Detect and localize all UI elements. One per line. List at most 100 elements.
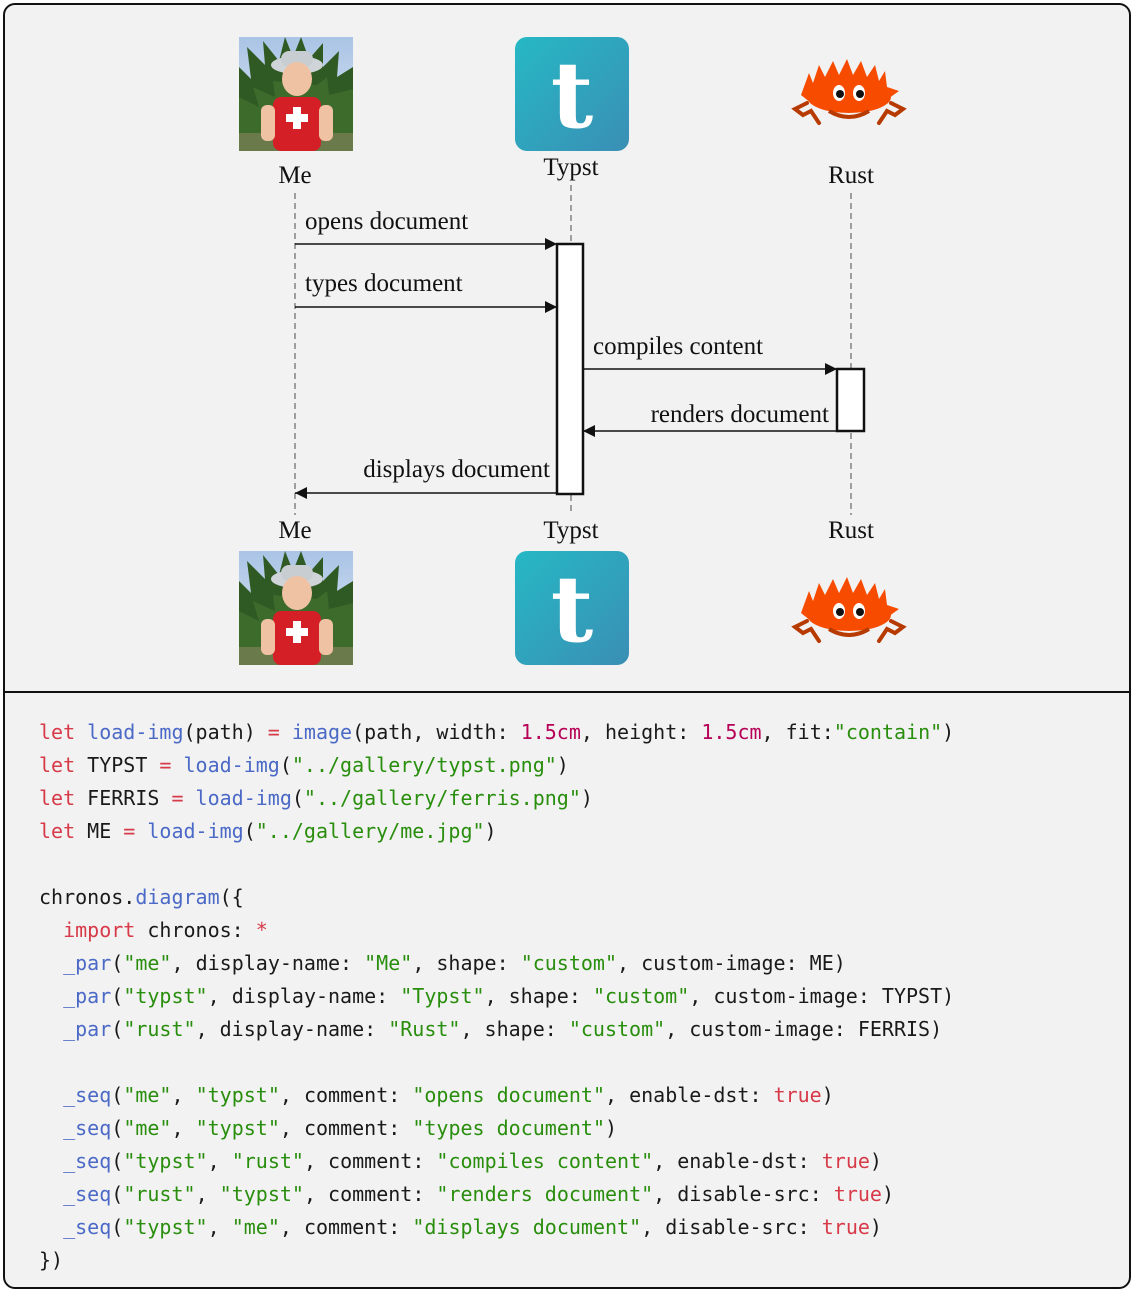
code-token: "typst" xyxy=(123,1215,208,1239)
code-token: ME xyxy=(75,819,124,843)
code-token: ( xyxy=(111,984,124,1008)
code-token: "custom" xyxy=(568,1017,666,1041)
code-token: ( xyxy=(111,1182,124,1206)
code-token: , xyxy=(207,1149,232,1173)
code-token: , height: xyxy=(580,720,702,744)
code-token: _par xyxy=(63,1017,112,1041)
code-token: "custom" xyxy=(592,984,690,1008)
code-token: "renders document" xyxy=(436,1182,654,1206)
code-token: , xyxy=(195,1182,220,1206)
code-token: , display-name: xyxy=(207,984,401,1008)
code-token xyxy=(39,918,63,942)
code-token: true xyxy=(833,1182,882,1206)
code-token: ) xyxy=(484,819,497,843)
code-token: load-img xyxy=(183,753,280,777)
code-line: _par("typst", display-name: "Typst", sha… xyxy=(39,984,954,1008)
code-token: load-img xyxy=(147,819,244,843)
code-token: "me" xyxy=(231,1215,280,1239)
code-token: "Typst" xyxy=(400,984,485,1008)
code-token xyxy=(184,786,196,810)
code-token: "contain" xyxy=(833,720,943,744)
code-token: _seq xyxy=(63,1215,112,1239)
code-line: let TYPST = load-img("../gallery/typst.p… xyxy=(39,753,569,777)
code-token: load-img xyxy=(87,720,184,744)
code-token: diagram xyxy=(135,885,220,909)
code-token: let xyxy=(39,786,76,810)
code-token: _seq xyxy=(63,1182,112,1206)
ferris-icon-bottom xyxy=(793,575,905,643)
code-token: , xyxy=(171,1116,196,1140)
code-token: "Rust" xyxy=(388,1017,461,1041)
code-token: ) xyxy=(604,1116,618,1140)
code-token: , xyxy=(171,1083,196,1107)
code-token: true xyxy=(821,1149,870,1173)
participant-label-me-top: Me xyxy=(278,162,311,189)
code-token: "me" xyxy=(123,1116,172,1140)
code-token: "typst" xyxy=(219,1182,304,1206)
code-token: "compiles content" xyxy=(436,1149,654,1173)
code-token xyxy=(39,984,63,1008)
code-token: , fit: xyxy=(761,720,834,744)
code-line: _seq("me", "typst", comment: "opens docu… xyxy=(39,1083,834,1107)
code-line: import chronos: * xyxy=(39,918,268,942)
code-token: true xyxy=(773,1083,822,1107)
code-token: "me" xyxy=(123,951,172,975)
code-token: , comment: xyxy=(303,1182,437,1206)
avatar-me-top xyxy=(239,37,353,151)
code-token xyxy=(39,1116,63,1140)
code-token xyxy=(280,720,292,744)
code-token xyxy=(39,1215,63,1239)
code-token: "rust" xyxy=(123,1017,196,1041)
code-token: ) xyxy=(942,720,955,744)
code-token: FERRIS xyxy=(75,786,172,810)
code-token: (path, width: xyxy=(352,720,521,744)
participant-label-typst-bottom: Typst xyxy=(543,517,598,544)
code-token xyxy=(135,819,147,843)
code-token: "typst" xyxy=(195,1083,280,1107)
code-token: 1.5cm xyxy=(701,720,762,744)
message-label-renders: renders document xyxy=(651,401,829,428)
code-token: load-img xyxy=(195,786,292,810)
code-token: _seq xyxy=(63,1149,112,1173)
code-token: , enable-dst: xyxy=(653,1149,822,1173)
code-token: ( xyxy=(111,1017,124,1041)
code-token: let xyxy=(39,753,76,777)
code-line: _seq("rust", "typst", comment: "renders … xyxy=(39,1182,894,1206)
code-token: "rust" xyxy=(123,1182,196,1206)
code-token xyxy=(39,1149,63,1173)
code-token: "typst" xyxy=(123,1149,208,1173)
code-token: let xyxy=(39,819,76,843)
code-token: chronos: xyxy=(135,918,256,942)
code-token xyxy=(39,1182,63,1206)
code-line: _seq("typst", "me", comment: "displays d… xyxy=(39,1215,882,1239)
code-token: _seq xyxy=(63,1083,112,1107)
code-token: "me" xyxy=(123,1083,172,1107)
message-label-compiles: compiles content xyxy=(593,333,763,360)
code-token: = xyxy=(159,753,172,777)
code-token: image xyxy=(291,720,353,744)
typst-logo-bottom: t xyxy=(515,551,629,665)
message-label-displays: displays document xyxy=(363,456,550,483)
code-token: , display-name: xyxy=(171,951,365,975)
code-token xyxy=(39,1017,63,1041)
code-token: "typst" xyxy=(195,1116,280,1140)
source-code-block: let load-img(path) = image(path, width: … xyxy=(39,716,954,1277)
code-token: _par xyxy=(63,951,112,975)
code-token: , comment: xyxy=(279,1083,413,1107)
code-token: , enable-dst: xyxy=(604,1083,774,1107)
code-token: , custom-image: ME) xyxy=(617,951,846,975)
code-token: , display-name: xyxy=(195,1017,389,1041)
section-divider xyxy=(5,691,1129,693)
code-token: ( xyxy=(111,1116,124,1140)
message-label-opens: opens document xyxy=(305,208,468,235)
code-line: _par("rust", display-name: "Rust", shape… xyxy=(39,1017,942,1041)
code-token xyxy=(39,1083,63,1107)
code-token: , shape: xyxy=(412,951,521,975)
code-token xyxy=(75,720,87,744)
code-token: ) xyxy=(869,1215,882,1239)
code-token: * xyxy=(255,918,268,942)
code-token: 1.5cm xyxy=(520,720,581,744)
code-line: _seq("me", "typst", comment: "types docu… xyxy=(39,1116,617,1140)
code-token: ( xyxy=(111,1083,124,1107)
code-token: , comment: xyxy=(279,1116,413,1140)
